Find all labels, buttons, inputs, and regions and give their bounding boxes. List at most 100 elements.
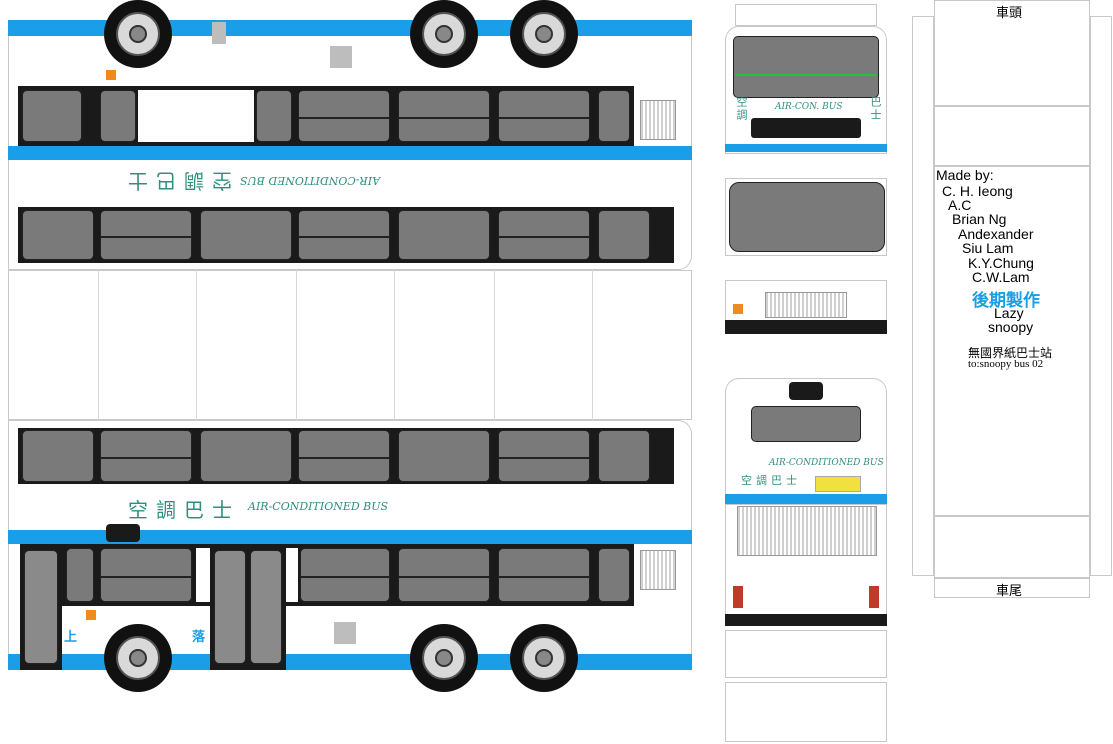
- window: [300, 548, 390, 602]
- rear-tail-light-right: [869, 586, 879, 608]
- rear-english-name: AIR-CONDITIONED BUS: [769, 458, 884, 468]
- window: [598, 430, 650, 482]
- middle-door-glass: [250, 550, 282, 664]
- window: [100, 90, 136, 142]
- window: [256, 90, 292, 142]
- credit-name: A.C: [948, 197, 972, 213]
- lower-white-gap: [286, 548, 298, 602]
- window: [398, 210, 490, 260]
- upper-belt-blue-stripe: [8, 146, 692, 160]
- window: [200, 210, 292, 260]
- window: [498, 210, 590, 260]
- route-number-box: [106, 524, 140, 542]
- alighting-label: 落: [192, 629, 206, 644]
- window: [100, 430, 192, 482]
- window: [398, 430, 490, 482]
- roof-seam: [196, 270, 197, 420]
- window: [598, 548, 630, 602]
- window: [22, 90, 82, 142]
- grey-plate: [212, 22, 226, 44]
- engine-grille: [640, 550, 676, 590]
- lower-white-gap: [196, 548, 210, 602]
- grey-plate: [330, 46, 352, 68]
- middle-door-glass: [214, 550, 246, 664]
- roof-seam: [296, 270, 297, 420]
- strip-top-cell: [934, 0, 1090, 106]
- credits-heading: Made by:: [936, 167, 994, 183]
- roof-panel: [8, 270, 692, 420]
- front-door-glass: [24, 550, 58, 664]
- window: [498, 548, 590, 602]
- engine-grille: [640, 100, 676, 140]
- window: [598, 90, 630, 142]
- strip-cell: [934, 106, 1090, 166]
- roof-seam: [98, 270, 99, 420]
- side-net: 空調巴士 AIR-CONDITIONED BUS 空調巴士 AIR-CONDIT…: [8, 0, 692, 692]
- strip-bottom-cell: [934, 578, 1090, 598]
- window: [598, 210, 650, 260]
- front-indicator: [733, 304, 743, 314]
- roof-seam: [494, 270, 495, 420]
- credit-name: C.W.Lam: [972, 269, 1030, 285]
- front-grille: [765, 292, 847, 318]
- front-chinese-left: 空調: [735, 96, 748, 122]
- wheel-icon: [510, 624, 578, 692]
- wheel-icon: [410, 624, 478, 692]
- lower-belt-blue-stripe: [8, 530, 692, 544]
- front-upper-windscreen: [733, 36, 879, 98]
- rear-blue-stripe: [725, 494, 887, 504]
- window: [498, 430, 590, 482]
- window: [398, 90, 490, 142]
- credits-site: 無國界紙巴士站: [968, 346, 1053, 360]
- lower-english-name: AIR-CONDITIONED BUS: [248, 500, 389, 513]
- roof-seam: [592, 270, 593, 420]
- strip-cell: [934, 516, 1090, 578]
- roof-strip-top-label: 車頭: [996, 5, 1023, 20]
- credit-name: Brian Ng: [952, 211, 1007, 227]
- credit-name: snoopy: [988, 319, 1034, 335]
- front-bumper-bar: [725, 320, 887, 334]
- window: [398, 548, 490, 602]
- front-lower-windscreen: [729, 182, 885, 252]
- wheel-icon: [104, 0, 172, 68]
- wheel-icon: [104, 624, 172, 692]
- roof-strip-bottom-label: 車尾: [996, 583, 1023, 598]
- rear-tail-light-left: [733, 586, 743, 608]
- rear-bottom-flap: [725, 630, 887, 678]
- credit-name: K.Y.Chung: [968, 255, 1034, 271]
- roof-strip: 車頭 車尾 Made by: C. H. Ieong A.C Brian Ng …: [912, 0, 1112, 600]
- strip-side-flap: [1090, 16, 1112, 576]
- window: [298, 430, 390, 482]
- window: [22, 210, 94, 260]
- front-green-line: [735, 74, 877, 76]
- roof-seam: [394, 270, 395, 420]
- window: [100, 210, 192, 260]
- orange-marker: [86, 610, 96, 620]
- credits-to-line: to:snoopy bus 02: [968, 358, 1044, 370]
- window: [498, 90, 590, 142]
- upper-english-name: AIR-CONDITIONED BUS: [240, 174, 381, 187]
- window: [200, 430, 292, 482]
- rear-chinese-name: 空調巴士: [741, 474, 801, 487]
- rear-bottom-flap: [725, 682, 887, 742]
- window: [100, 548, 192, 602]
- front-english-name: AIR-CON. BUS: [775, 102, 843, 112]
- front-top-flap: [735, 4, 877, 26]
- window: [66, 548, 94, 602]
- wheel-icon: [410, 0, 478, 68]
- front-chinese-right: 巴士: [869, 96, 882, 122]
- window: [298, 210, 390, 260]
- credit-name: Siu Lam: [962, 240, 1014, 256]
- window: [22, 430, 94, 482]
- credit-name: C. H. Ieong: [942, 183, 1013, 199]
- credit-name: Lazy: [994, 305, 1024, 321]
- credit-name: Andexander: [958, 226, 1034, 242]
- window: [298, 90, 390, 142]
- strip-credits-cell: [934, 166, 1090, 516]
- orange-marker: [106, 70, 116, 80]
- rear-route-box: [789, 382, 823, 400]
- rear-bumper-bar: [725, 614, 887, 626]
- lower-chinese-name: 空調巴士: [128, 498, 240, 522]
- strip-side-flap: [912, 16, 934, 576]
- upper-white-gap: [138, 90, 254, 142]
